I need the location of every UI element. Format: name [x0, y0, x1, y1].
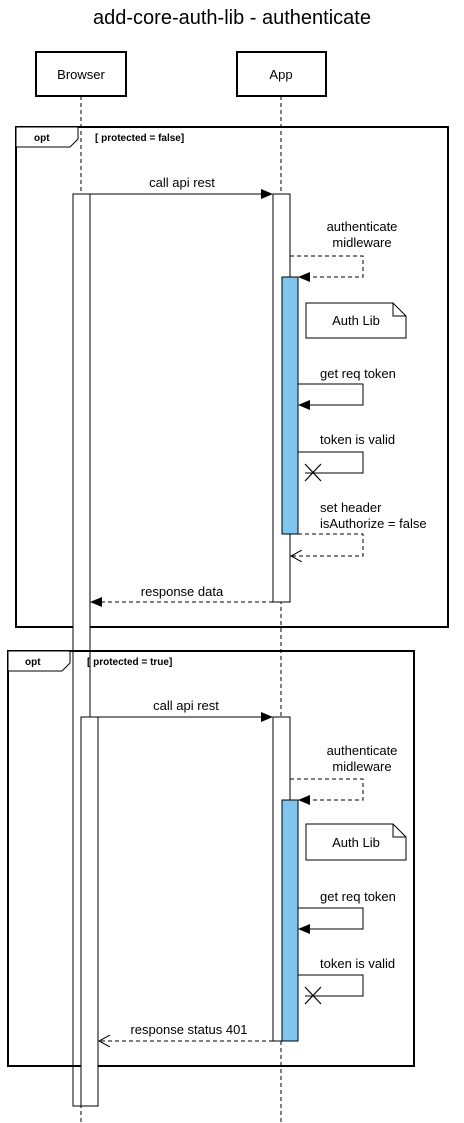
message-set-header-1-line1: set header	[320, 500, 382, 515]
message-authenticate-1	[290, 255, 364, 282]
destroy-mark-2	[304, 986, 322, 1005]
auth-activation-2	[281, 799, 299, 1042]
participant-browser: Browser	[35, 51, 127, 97]
opt-fragment-2-operator: opt	[25, 657, 41, 668]
auth-activation-1	[281, 276, 299, 535]
destroy-mark-1	[304, 463, 322, 482]
opt-fragment-1-guard: [ protected = false]	[95, 133, 184, 144]
message-authenticate-2-line2: midleware	[332, 759, 391, 774]
message-call-api-2-label: call api rest	[153, 698, 219, 713]
message-call-api-1-label: call api rest	[149, 175, 215, 190]
opt-fragment-1: opt [ protected = false]	[15, 126, 449, 628]
message-token-valid-2	[298, 974, 364, 997]
opt-fragment-2-guard: [ protected = true]	[87, 657, 172, 668]
participant-app-label: App	[269, 67, 292, 82]
message-get-token-2-label: get req token	[320, 889, 396, 904]
message-token-valid-1	[298, 451, 364, 474]
message-set-header-1	[291, 533, 364, 556]
participant-browser-label: Browser	[57, 67, 105, 82]
browser-activation-2	[80, 716, 99, 1107]
message-set-header-1-line2: isAuthorize = false	[320, 516, 427, 531]
note-auth-lib-2-text: Auth Lib	[332, 835, 380, 850]
message-token-valid-2-label: token is valid	[320, 956, 395, 971]
message-get-token-1	[298, 383, 364, 410]
note-auth-lib-2: Auth Lib	[305, 823, 407, 861]
message-authenticate-1-line2: midleware	[332, 235, 391, 250]
message-get-token-2	[298, 907, 364, 934]
message-authenticate-2	[290, 778, 364, 805]
message-token-valid-1-label: token is valid	[320, 432, 395, 447]
message-response-data-label: response data	[141, 584, 224, 599]
message-get-token-1-label: get req token	[320, 366, 396, 381]
message-response-401-label: response status 401	[130, 1022, 247, 1037]
opt-fragment-2: opt [ protected = true]	[7, 650, 415, 1067]
message-authenticate-2-line1: authenticate	[327, 743, 398, 758]
participant-app: App	[236, 51, 327, 97]
message-authenticate-1-line1: authenticate	[327, 219, 398, 234]
note-auth-lib-1-text: Auth Lib	[332, 313, 380, 328]
note-auth-lib-1: Auth Lib	[305, 302, 407, 339]
opt-fragment-1-operator: opt	[34, 133, 50, 144]
diagram-title: add-core-auth-lib - authenticate	[93, 7, 371, 29]
